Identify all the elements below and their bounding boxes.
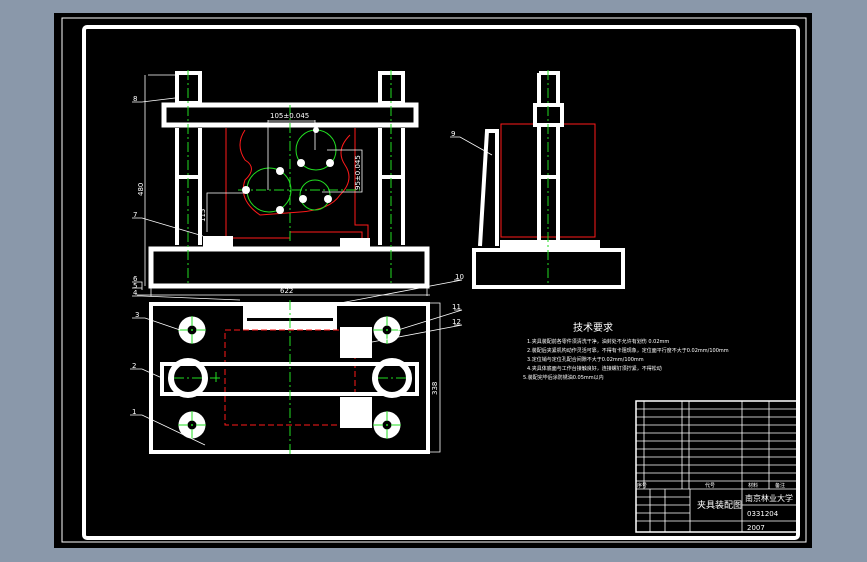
school-name: 南京林业大学 [745, 493, 793, 503]
part-label-5: 5 [133, 282, 137, 290]
tb-header-seq: 序号 [637, 482, 647, 489]
dim-115: 115 [199, 209, 207, 222]
tech-requirements: 技术要求 1.夹具装配前各零件须清洗干净，油封处不允许有划伤 0.02mm 2.… [523, 321, 729, 381]
tb-header-note: 备注 [775, 482, 785, 489]
part-label-6: 6 [133, 275, 138, 283]
part-label-11: 11 [452, 303, 461, 311]
tb-header-material: 材料 [748, 482, 758, 489]
dim-338: 338 [431, 382, 439, 395]
part-label-4: 4 [133, 289, 138, 297]
drawing-number: 0331204 [747, 510, 779, 518]
tech-line: 3.定位销与定位孔配合间隙不大于0.02mm/100mm [527, 356, 644, 363]
part-label-12: 12 [452, 318, 461, 326]
tech-line: 2.装配后夹紧机构动作灵活可靠，不得有卡阻现象，定位面平行度不大于0.02mm/… [527, 347, 729, 354]
hole-circle [299, 179, 331, 211]
part-label-10: 10 [455, 273, 464, 281]
sheet-border-inner [82, 25, 800, 540]
dim-105: 105±0.045 [270, 112, 309, 120]
part-label-8: 8 [133, 95, 137, 103]
part-label-1: 1 [132, 408, 136, 416]
tb-header-code: 代号 [705, 482, 715, 489]
tech-line: 4.夹具体底面与工作台接触良好，连接螺钉须拧紧，不得松动 [527, 365, 662, 372]
drawing-year: 2007 [747, 524, 765, 532]
drawing-title: 夹具装配图 [697, 499, 742, 511]
tech-requirements-title: 技术要求 [573, 321, 613, 334]
top-view: 338 3 2 1 10 11 12 [130, 273, 464, 455]
part-label-3: 3 [135, 311, 139, 319]
title-block: 序号 代号 材料 备注 夹具装配图 南京林业大学 0331204 2007 [635, 400, 800, 533]
dim-480: 480 [137, 183, 145, 196]
part-label-2: 2 [132, 362, 136, 370]
dim-622: 622 [280, 287, 293, 295]
part-label-9: 9 [451, 130, 455, 138]
dim-95: 95±0.045 [354, 155, 362, 190]
side-view: 9 [450, 70, 625, 289]
hex-nut [168, 358, 208, 398]
tech-line: 1.夹具装配前各零件须清洗干净，油封处不允许有划伤 0.02mm [527, 338, 669, 345]
tech-line: 5.装配完毕后涂防锈油0.05mm以内 [523, 374, 604, 381]
front-view: 105±0.045 95±0.045 480 115 622 8 7 6 5 4 [132, 70, 430, 301]
part-label-7: 7 [133, 211, 137, 219]
hex-nut [372, 358, 412, 398]
sheet-border-outer [61, 17, 807, 543]
